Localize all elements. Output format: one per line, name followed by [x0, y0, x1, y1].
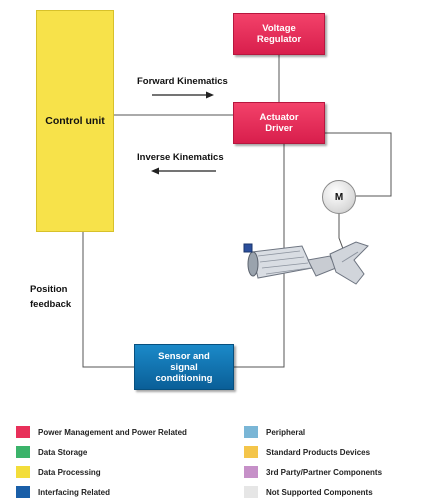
legend-label: Not Supported Components	[266, 487, 373, 497]
legend-label: Standard Products Devices	[266, 447, 371, 457]
legend-label: 3rd Party/Partner Components	[266, 467, 383, 477]
legend-item: Power Management and Power Related	[16, 422, 244, 442]
gripper-icon	[243, 241, 369, 285]
control-unit-label: Control unit	[45, 115, 105, 127]
motor-icon: M	[322, 180, 356, 214]
legend-item: Interfacing Related	[16, 482, 244, 502]
legend-item: Data Processing	[16, 462, 244, 482]
legend-label: Peripheral	[266, 427, 306, 437]
forward-kinematics-label: Forward Kinematics	[137, 76, 228, 87]
inverse-kinematics-label: Inverse Kinematics	[137, 152, 224, 163]
actuator-motor-line	[325, 132, 392, 197]
control-unit-box: Control unit	[36, 10, 114, 232]
actuator-sensor-line	[234, 144, 285, 368]
legend-label: Power Management and Power Related	[38, 427, 187, 437]
legend-label: Data Processing	[38, 467, 101, 477]
legend-swatch	[16, 466, 30, 478]
legend-swatch	[16, 486, 30, 498]
feedback-line	[82, 232, 134, 368]
legend-item: Peripheral	[244, 422, 416, 442]
legend-swatch	[244, 446, 258, 458]
legend: Power Management and Power Related Perip…	[16, 422, 416, 502]
legend-item: Not Supported Components	[244, 482, 416, 502]
legend-swatch	[16, 426, 30, 438]
motor-label: M	[334, 191, 344, 203]
legend-swatch	[244, 486, 258, 498]
legend-swatch	[244, 426, 258, 438]
legend-swatch	[16, 446, 30, 458]
legend-item: 3rd Party/Partner Components	[244, 462, 416, 482]
arrow-right-icon	[152, 91, 214, 99]
legend-label: Interfacing Related	[38, 487, 111, 497]
arrow-left-icon	[151, 167, 216, 175]
legend-item: Data Storage	[16, 442, 244, 462]
legend-label: Data Storage	[38, 447, 88, 457]
legend-swatch	[244, 466, 258, 478]
legend-item: Standard Products Devices	[244, 442, 416, 462]
